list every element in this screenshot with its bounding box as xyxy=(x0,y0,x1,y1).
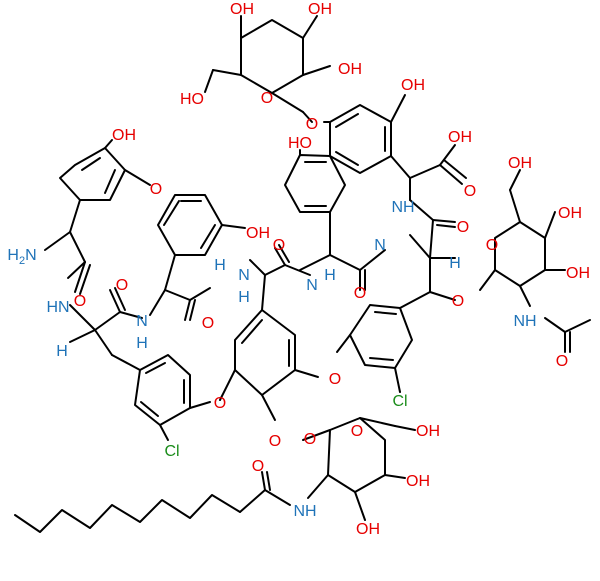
atom-label-n-25: N xyxy=(306,277,318,294)
atom-label-o-49: O xyxy=(252,458,264,475)
atom-label-oh-2: OH xyxy=(338,61,362,78)
atom-label-o-24: O xyxy=(273,237,285,254)
atom-label-o-43: O xyxy=(304,431,316,448)
atom-label-nh-37: NH xyxy=(513,313,536,330)
atom-label-o-42: O xyxy=(269,433,281,450)
atom-label-oh-12: OH xyxy=(246,225,270,242)
atom-label-cl-40: Cl xyxy=(392,393,407,410)
atom-label-o-44: O xyxy=(351,423,363,440)
atom-label-o-4: O xyxy=(261,90,273,107)
atom-label-ho-9: HO xyxy=(288,135,312,152)
atom-label-o-20: O xyxy=(202,315,214,332)
atom-label-n-30: N xyxy=(374,237,386,254)
atom-label-o-11: O xyxy=(150,181,162,198)
atom-label-hn-15: HN xyxy=(46,299,69,316)
atom-label-o-14: O xyxy=(74,293,86,310)
atom-label-o-5: O xyxy=(306,116,318,133)
atom-label-o-32: O xyxy=(486,237,498,254)
atom-label-o-36: O xyxy=(452,293,464,310)
atom-label-oh-0: OH xyxy=(230,1,254,18)
atom-label-oh-10: OH xyxy=(112,127,136,144)
atom-label-oh-45: OH xyxy=(416,423,440,440)
atom-label-h-18: H xyxy=(136,335,148,352)
atom-label-h-26: H xyxy=(324,267,336,284)
atom-label-h-31: H xyxy=(449,255,461,272)
atom-label-oh-7: OH xyxy=(448,129,472,146)
atom-label-o-16: O xyxy=(116,277,128,294)
atom-label-h-19: H xyxy=(56,343,68,360)
atom-label-h-21: H xyxy=(214,257,226,274)
atom-label-oh-33: OH xyxy=(508,155,532,172)
atom-label-oh-47: OH xyxy=(356,521,380,538)
atom-label-o-38: O xyxy=(556,353,568,370)
atom-label-h-23: H xyxy=(238,289,250,306)
atom-label-ho-3: HO xyxy=(180,91,204,108)
atom-label-oh-46: OH xyxy=(406,473,430,490)
atom-label-oh-1: OH xyxy=(308,1,332,18)
atom-label-oh-35: OH xyxy=(566,265,590,282)
atom-label-n-22: N xyxy=(238,267,250,284)
atom-label-o-29: O xyxy=(457,219,469,236)
atom-label-h2n-13: H2N xyxy=(7,247,36,267)
atom-label-n-17: N xyxy=(136,313,148,330)
atom-label-o-39: O xyxy=(329,371,341,388)
atom-label-oh-6: OH xyxy=(401,77,425,94)
atom-label-nh-48: NH xyxy=(293,503,316,520)
bond-lines xyxy=(14,15,591,533)
atom-label-o-8: O xyxy=(464,183,476,200)
atom-label-o-41: O xyxy=(214,395,226,412)
atom-label-oh-34: OH xyxy=(558,205,582,222)
atom-label-cl-50: Cl xyxy=(164,443,179,460)
atom-label-nh-28: NH xyxy=(391,199,414,216)
atom-label-o-27: O xyxy=(354,285,366,302)
